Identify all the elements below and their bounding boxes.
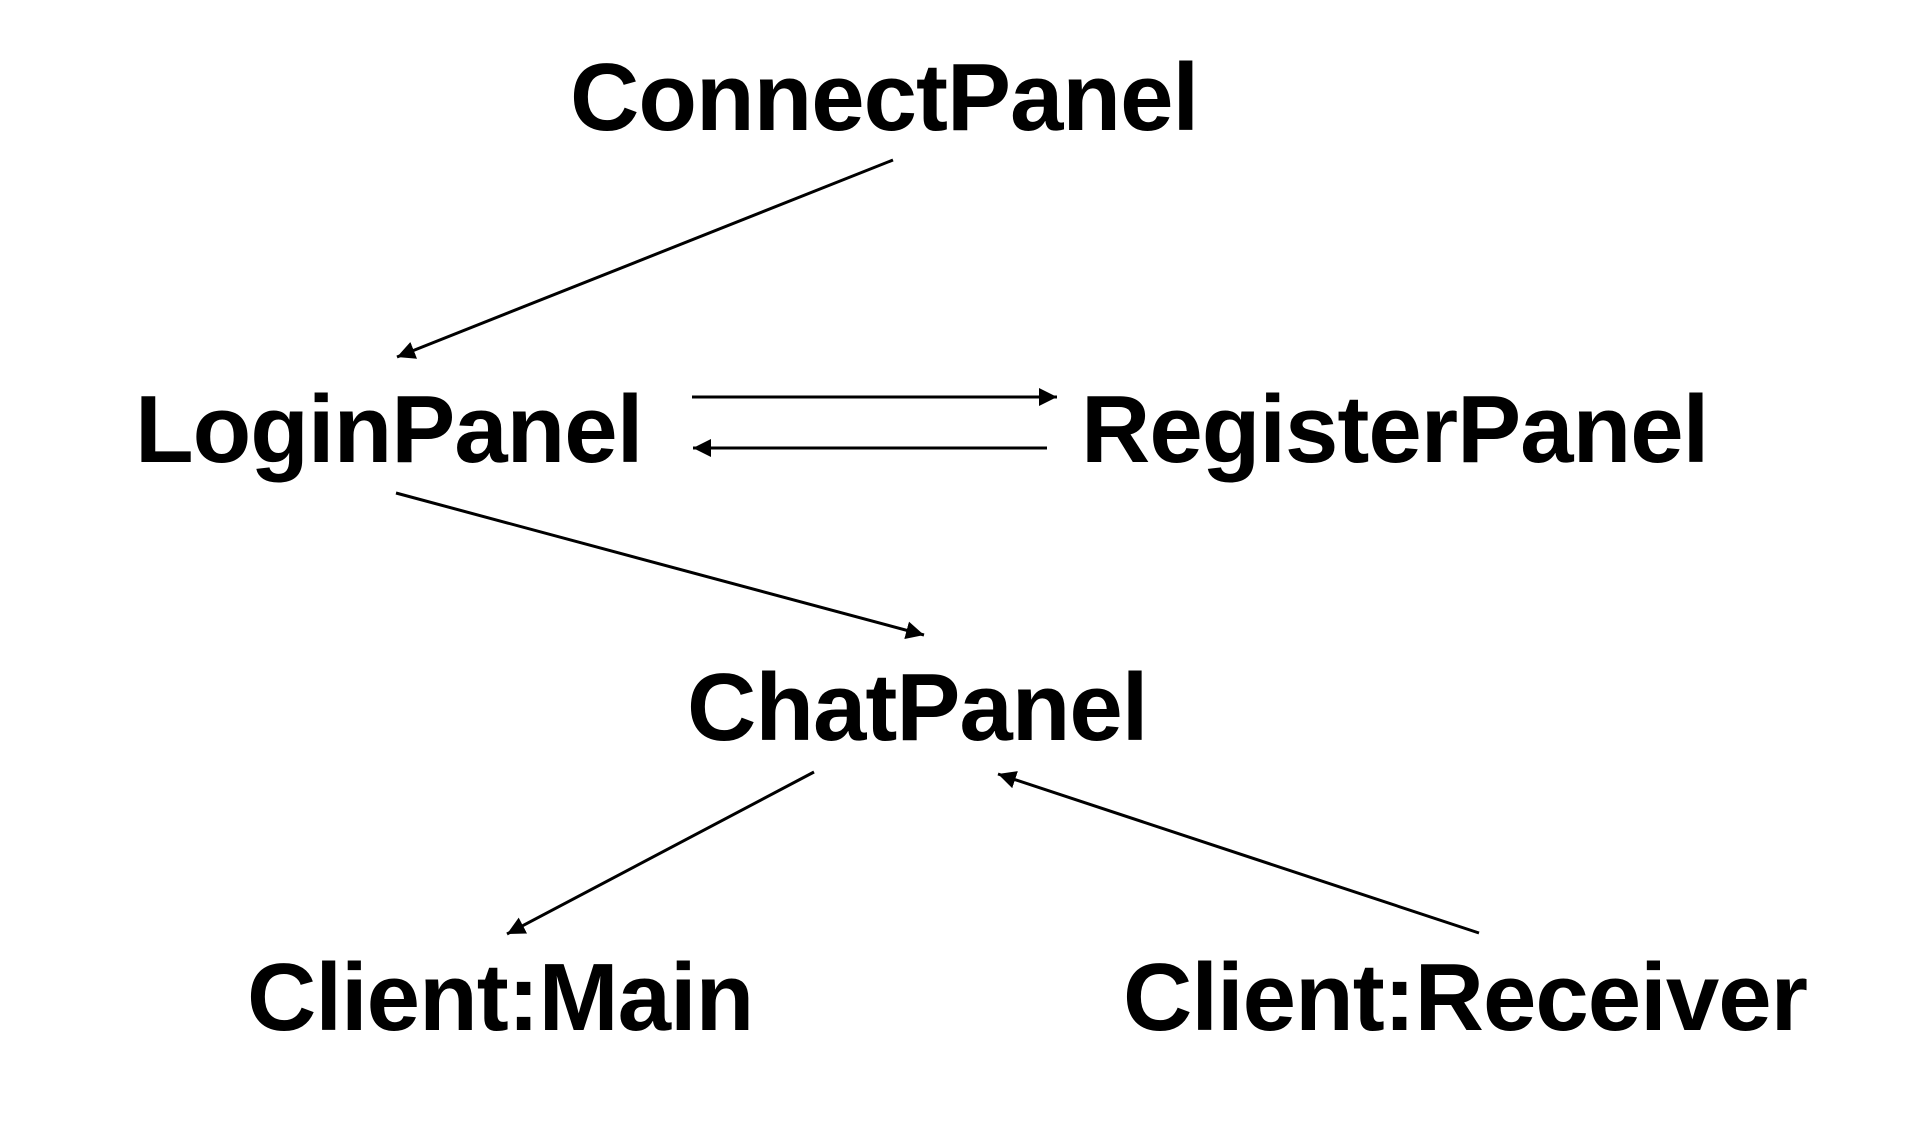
edge-login-to-chat	[395, 491, 925, 640]
edge-connect-to-login	[396, 158, 894, 359]
node-connect-panel: ConnectPanel	[570, 44, 1199, 151]
node-login-panel: LoginPanel	[135, 376, 643, 483]
edge-chat-to-main	[506, 770, 815, 936]
edge-receiver-to-chat	[997, 771, 1480, 935]
node-client-receiver: Client:Receiver	[1123, 944, 1808, 1051]
node-register-panel: RegisterPanel	[1081, 376, 1709, 483]
node-chat-panel: ChatPanel	[687, 654, 1148, 761]
node-client-main: Client:Main	[247, 944, 754, 1051]
